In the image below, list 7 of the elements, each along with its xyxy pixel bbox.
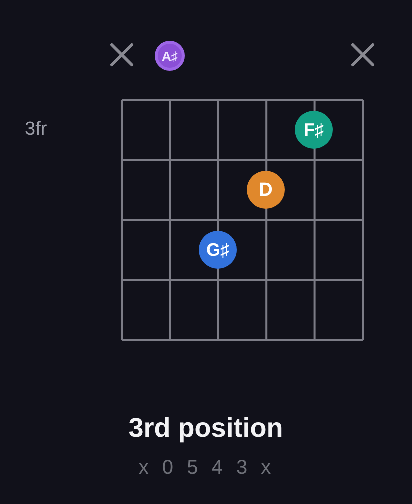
note-dot: G♯ [199, 231, 237, 269]
note-dot: F♯ [295, 111, 333, 149]
note-dot: A♯ [155, 41, 185, 71]
fret-number: 3fr [25, 119, 48, 141]
note-dot: D [247, 171, 285, 209]
chord-title: 3rd position [128, 413, 284, 444]
fingering-text: x 0 5 4 3 x [138, 457, 274, 480]
